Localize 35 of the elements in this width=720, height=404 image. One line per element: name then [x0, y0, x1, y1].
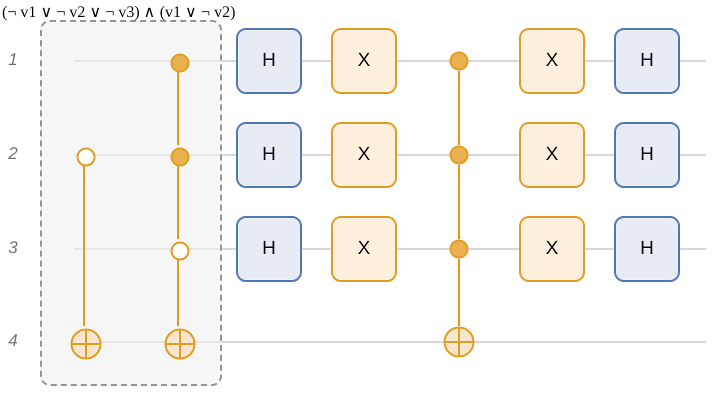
control-dot	[170, 147, 190, 167]
control-line	[458, 71, 460, 145]
control-dot	[170, 241, 190, 261]
control-dot	[449, 239, 469, 259]
control-line	[458, 165, 460, 239]
wire-number: 4	[7, 331, 19, 351]
control-line	[83, 165, 85, 326]
control-dot	[449, 145, 469, 165]
control-line	[177, 165, 179, 239]
gate-box: H	[614, 28, 680, 94]
gate-box: X	[331, 216, 397, 282]
gate-box: X	[331, 122, 397, 188]
control-dot	[449, 51, 469, 71]
gate-box: X	[519, 28, 585, 94]
wire-number: 2	[7, 144, 19, 164]
control-line	[177, 259, 179, 326]
gate-box: H	[614, 122, 680, 188]
dashed-group-box	[40, 20, 222, 386]
control-dot	[170, 53, 190, 73]
gate-box: H	[236, 28, 302, 94]
target-symbol	[443, 326, 475, 358]
gate-box: X	[519, 216, 585, 282]
gate-box: H	[236, 122, 302, 188]
control-line	[458, 259, 460, 326]
control-dot	[76, 147, 96, 167]
gate-box: H	[236, 216, 302, 282]
gate-box: X	[331, 28, 397, 94]
control-line	[177, 71, 179, 145]
gate-box: X	[519, 122, 585, 188]
target-symbol	[70, 328, 102, 360]
title: (¬ v1 ∨ ¬ v2 ∨ ¬ v3) ∧ (v1 ∨ ¬ v2)	[2, 3, 236, 22]
gate-box: H	[614, 216, 680, 282]
wire-number: 1	[7, 50, 19, 70]
wire-number: 3	[7, 238, 19, 258]
target-symbol	[164, 328, 196, 360]
